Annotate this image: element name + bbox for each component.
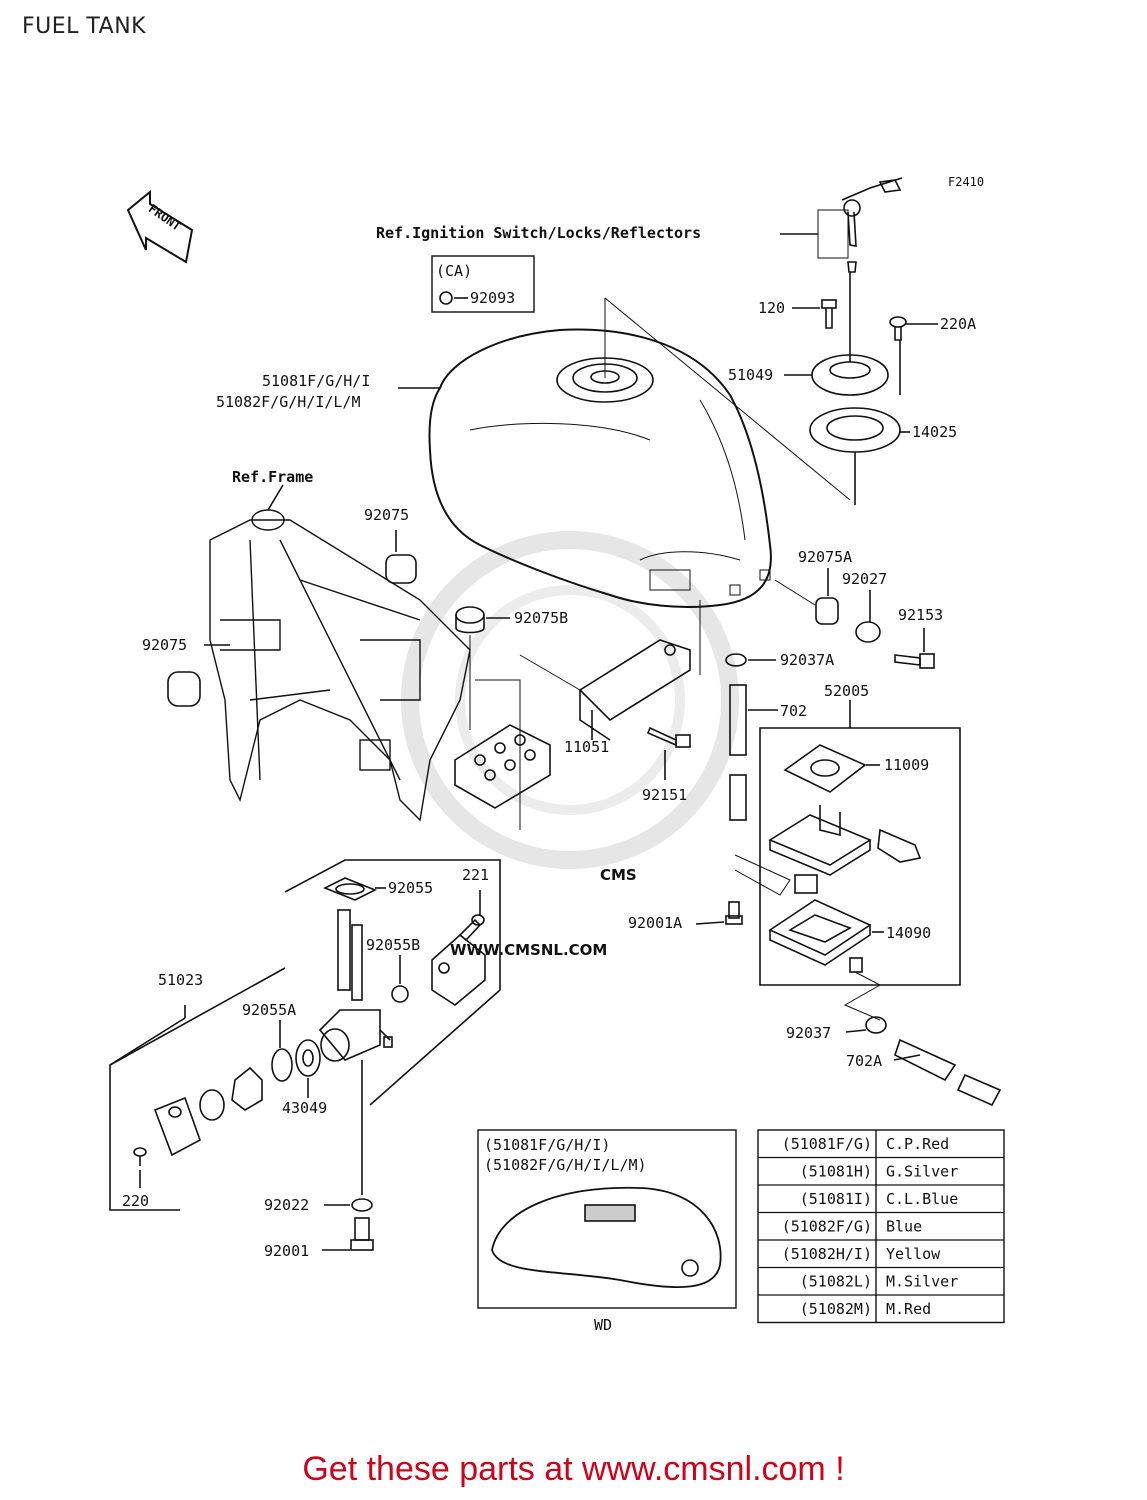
rubber-92075a-icon xyxy=(815,597,839,625)
watermark-url: WWW.CMSNL.COM xyxy=(450,941,607,959)
watermark-brand: CMS xyxy=(600,866,637,884)
hose-702-icon xyxy=(729,684,747,821)
color-table-code: (51082M) xyxy=(800,1300,872,1318)
part-92022: 92022 xyxy=(264,1196,309,1214)
color-table: (51081F/G) C.P.Red (51081H) G.Silver (51081I… xyxy=(757,1129,1005,1324)
color-table-border xyxy=(757,1129,1005,1324)
collar-92027-icon xyxy=(855,621,881,643)
part-51082: 51082F/G/H/I/L/M xyxy=(216,393,361,411)
wd-box-line-2: (51082F/G/H/I/L/M) xyxy=(484,1156,647,1174)
part-51081: 51081F/G/H/I xyxy=(262,372,370,390)
color-table-code: (51082L) xyxy=(800,1273,872,1291)
part-51023: 51023 xyxy=(158,971,203,989)
gasket-11009-icon xyxy=(783,744,867,793)
wd-label: WD xyxy=(594,1316,612,1334)
color-table-color: M.Red xyxy=(886,1300,931,1318)
part-14090: 14090 xyxy=(886,924,931,942)
screw-221-icon xyxy=(458,914,485,942)
part-92075a: 92075A xyxy=(798,548,852,566)
frame-icon xyxy=(209,509,471,822)
part-92001: 92001 xyxy=(264,1242,309,1260)
front-arrow-icon: FRONT xyxy=(126,189,194,264)
gasket-92055-icon xyxy=(323,877,377,901)
color-table-code: (51082F/G) xyxy=(782,1218,872,1236)
part-120: 120 xyxy=(758,299,785,317)
color-table-color: C.P.Red xyxy=(886,1135,949,1153)
part-220: 220 xyxy=(122,1192,149,1210)
part-51049: 51049 xyxy=(728,366,773,384)
bracket-11051-icon xyxy=(578,639,691,741)
part-92055: 92055 xyxy=(388,879,433,897)
diaphragm-43049-icon xyxy=(295,1039,321,1077)
rubber-92075-left-icon xyxy=(167,671,201,707)
bolt-120-icon xyxy=(821,299,837,329)
color-table-code: (51081F/G) xyxy=(782,1135,872,1153)
part-92037: 92037 xyxy=(786,1024,831,1042)
ref-ignition-label: Ref.Ignition Switch/Locks/Reflectors xyxy=(376,224,701,242)
color-table-color: C.L.Blue xyxy=(886,1190,958,1208)
washer-92022-icon xyxy=(351,1198,373,1212)
rubber-92075-top-icon xyxy=(385,554,417,584)
nut-92093-icon xyxy=(439,291,453,305)
fuel-pump-icon xyxy=(768,805,922,894)
part-92151: 92151 xyxy=(642,786,687,804)
color-table-color: Blue xyxy=(886,1218,922,1236)
color-table-color: M.Silver xyxy=(886,1273,958,1291)
footer-cta-link[interactable]: Get these parts at www.cmsnl.com ! xyxy=(302,1450,845,1488)
clamp-92037a-icon xyxy=(725,653,747,667)
fuel-petcock-icon xyxy=(318,909,393,1062)
figure-code: F2410 xyxy=(948,175,984,189)
part-92001a: 92001A xyxy=(628,914,682,932)
fuel-cap-51049-icon xyxy=(811,272,889,396)
color-table-color: G.Silver xyxy=(886,1163,958,1181)
part-11009: 11009 xyxy=(884,756,929,774)
color-table-code: (51081I) xyxy=(800,1190,872,1208)
oring-92055a-icon xyxy=(271,1048,293,1082)
ca-label: (CA) xyxy=(436,262,472,280)
part-92075-left: 92075 xyxy=(142,636,187,654)
color-table-code: (51082H/I) xyxy=(782,1245,872,1263)
bracket-plate-icon xyxy=(454,724,551,809)
part-92037a: 92037A xyxy=(780,651,834,669)
ignition-key-icon xyxy=(817,177,903,273)
part-92027: 92027 xyxy=(842,570,887,588)
filter-14090-icon xyxy=(768,899,872,973)
hose-702a-icon xyxy=(894,1038,1002,1107)
part-92075-top: 92075 xyxy=(364,506,409,524)
screw-220a-icon xyxy=(889,316,907,341)
screw-220-icon xyxy=(133,1147,147,1166)
part-92075b: 92075B xyxy=(514,609,568,627)
cap-base-14025-icon xyxy=(809,407,901,453)
part-702a: 702A xyxy=(846,1052,882,1070)
color-table-color: Yellow xyxy=(886,1245,941,1263)
parts-diagram: CMS WWW.CMSNL.COM FRONT xyxy=(109,175,1005,1334)
part-92093: 92093 xyxy=(470,289,515,307)
wd-box-line-1: (51081F/G/H/I) xyxy=(484,1136,610,1154)
part-92153: 92153 xyxy=(898,606,943,624)
clamp-92037-icon xyxy=(865,1016,887,1034)
color-table-code: (51081H) xyxy=(800,1163,872,1181)
part-14025: 14025 xyxy=(912,423,957,441)
part-92055b: 92055B xyxy=(366,936,420,954)
tank-decal-icon xyxy=(491,1186,722,1288)
part-11051: 11051 xyxy=(564,738,609,756)
part-702: 702 xyxy=(780,702,807,720)
cushion-92075b-icon xyxy=(455,606,485,634)
page-title: FUEL TANK xyxy=(22,14,147,39)
oring-92055b-icon xyxy=(391,985,409,1003)
part-221: 221 xyxy=(462,866,489,884)
ref-frame-label: Ref.Frame xyxy=(232,468,313,486)
part-52005: 52005 xyxy=(824,682,869,700)
part-220a: 220A xyxy=(940,315,976,333)
bolt-92153-icon xyxy=(894,653,935,669)
lever-icon xyxy=(153,1066,263,1157)
bolt-92001a-icon xyxy=(725,901,743,925)
bolt-92001-icon xyxy=(350,1217,374,1251)
part-43049: 43049 xyxy=(282,1099,327,1117)
bolt-92151-icon xyxy=(646,726,691,748)
part-92055a: 92055A xyxy=(242,1001,296,1019)
